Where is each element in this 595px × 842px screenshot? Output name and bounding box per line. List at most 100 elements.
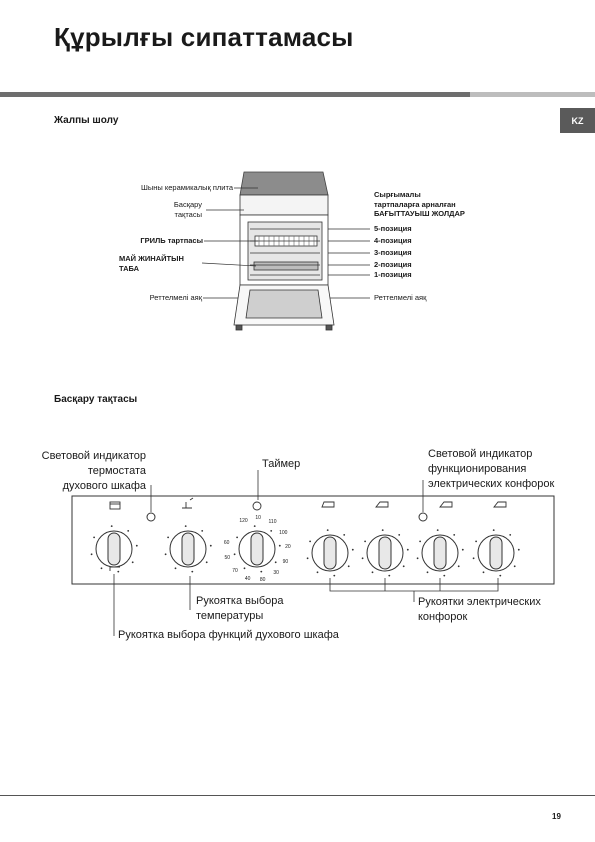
- knob-tick-mark: [343, 534, 346, 536]
- knob-tick-mark: [309, 540, 311, 543]
- knob-tick-mark: [131, 561, 134, 564]
- knob-tick-mark: [499, 574, 502, 577]
- timer-tick-label: 90: [282, 558, 289, 565]
- temperature-knob[interactable]: [164, 525, 212, 573]
- bottom-symbol-icon: [109, 566, 120, 571]
- knob-tick-mark: [100, 567, 103, 570]
- label-position-1: 1-позиция: [374, 270, 412, 279]
- timer-knob[interactable]: [233, 525, 281, 573]
- knob-tick-mark: [426, 571, 429, 574]
- timer-tick-label: 120: [239, 518, 248, 525]
- label-sliding-guides: Сырғымалы тартпаларға арналған БАҒЫТТАУЫ…: [374, 190, 465, 218]
- knob-tick-mark: [513, 565, 516, 568]
- hob-symbol-1-icon: [321, 501, 335, 508]
- label-function-knob: Рукоятка выбора функций духового шкафа: [118, 629, 339, 641]
- thermostat-light-icon: [146, 512, 156, 522]
- knob-tick-mark: [135, 544, 138, 547]
- overview-heading: Жалпы шолу: [54, 115, 119, 126]
- timer-tick-label: 40: [244, 575, 251, 582]
- knob-tick-mark: [453, 534, 456, 536]
- timer-symbol-icon: [252, 501, 262, 511]
- knob-tick-mark: [472, 557, 475, 560]
- label-control-panel: Басқару тақтасы: [173, 200, 202, 219]
- knob-tick-mark: [326, 529, 329, 531]
- timer-tick-label: 60: [223, 540, 230, 546]
- knob-tick-mark: [253, 525, 256, 527]
- timer-tick-label: 10: [255, 515, 261, 521]
- knob-tick-mark: [347, 565, 350, 568]
- hob-knob-2[interactable]: [361, 529, 409, 577]
- knob-tick-mark: [316, 571, 319, 574]
- knob-tick-mark: [492, 529, 495, 531]
- hob-knob-1[interactable]: [306, 529, 354, 577]
- knob-tick-mark: [475, 540, 477, 543]
- label-drip-tray: МАЙ ЖИНАЙТЫН ТАБА: [119, 254, 184, 273]
- page-number: 19: [552, 812, 561, 821]
- timer-tick-label: 30: [273, 570, 279, 577]
- knob-tick-mark: [406, 548, 409, 551]
- label-thermostat-light: Световой индикатор термостата духового ш…: [41, 450, 146, 492]
- label-position-4: 4-позиция: [374, 236, 412, 245]
- knob-tick-mark: [201, 530, 204, 532]
- oven-symbol-icon: [109, 501, 121, 510]
- knob-tick-mark: [517, 548, 520, 551]
- knob-tick-mark: [419, 540, 421, 543]
- knob-tick-mark: [90, 553, 93, 556]
- knob-tick-mark: [233, 553, 236, 556]
- knob-tick-mark: [402, 565, 405, 568]
- label-hob-light: Световой индикатор функционирования элек…: [428, 448, 555, 490]
- label-temperature-knob: Рукоятка выбора температуры: [196, 595, 284, 622]
- hob-knob-4[interactable]: [472, 529, 520, 577]
- knob-tick-mark: [191, 570, 194, 573]
- knob-tick-mark: [260, 570, 263, 573]
- thermometer-symbol-icon: [182, 497, 194, 509]
- knob-tick-mark: [174, 567, 177, 570]
- knob-tick-mark: [457, 565, 460, 568]
- function-knob[interactable]: [90, 525, 138, 573]
- knob-tick-mark: [93, 536, 95, 539]
- knob-tick-mark: [364, 540, 366, 543]
- label-position-3: 3-позиция: [374, 248, 412, 257]
- label-timer: Таймер: [262, 458, 301, 470]
- control-panel-heading: Басқару тақтасы: [54, 394, 138, 405]
- hob-symbol-3-icon: [439, 501, 453, 508]
- timer-tick-label: 70: [232, 567, 238, 574]
- timer-tick-label: 100: [279, 529, 288, 536]
- timer-tick-label: 80: [259, 576, 266, 583]
- knob-tick-mark: [461, 548, 464, 551]
- knob-tick-mark: [164, 553, 167, 556]
- label-adjustable-foot-right: Реттелмелі аяқ: [374, 293, 427, 302]
- header-rule-light: [470, 92, 595, 97]
- knob-tick-mark: [482, 571, 485, 574]
- label-position-5: 5-позиция: [374, 224, 412, 233]
- knob-tick-mark: [388, 574, 391, 577]
- hob-light-icon: [418, 512, 428, 522]
- page-title: Құрылғы сипаттамасы: [54, 22, 354, 52]
- knob-tick-mark: [416, 557, 419, 560]
- knob-tick-mark: [127, 530, 130, 532]
- knob-tick-mark: [306, 557, 309, 560]
- knob-tick-mark: [167, 536, 170, 539]
- knob-tick-mark: [209, 544, 212, 547]
- hob-knob-3[interactable]: [416, 529, 464, 577]
- knob-tick-mark: [184, 525, 187, 527]
- timer-tick-label: 50: [224, 555, 231, 561]
- knob-tick-mark: [236, 536, 239, 539]
- knob-tick-mark: [205, 561, 208, 564]
- label-grill-rack: ГРИЛЬ тартпасы: [140, 236, 203, 245]
- knob-tick-mark: [443, 574, 446, 577]
- timer-tick-label: 110: [268, 519, 277, 526]
- knob-tick-mark: [371, 571, 374, 574]
- knob-tick-mark: [351, 548, 354, 551]
- label-adjustable-foot-left: Реттелмелі аяқ: [149, 293, 202, 302]
- header-rule: [0, 92, 470, 97]
- label-hob-knobs: Рукоятки электрических конфорок: [418, 596, 541, 623]
- footer-rule: [0, 795, 595, 796]
- label-position-2: 2-позиция: [374, 260, 412, 269]
- language-tab: KZ: [560, 108, 595, 133]
- knob-tick-mark: [509, 534, 512, 536]
- knob-tick-mark: [117, 570, 120, 573]
- hob-symbol-4-icon: [493, 501, 507, 508]
- knob-tick-mark: [274, 561, 277, 564]
